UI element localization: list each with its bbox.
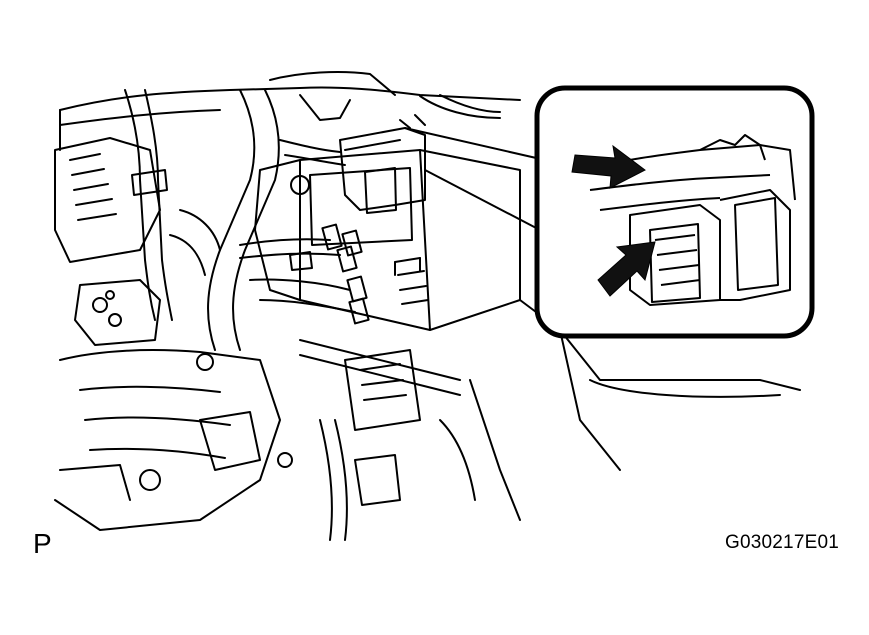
hose-left [124,89,156,321]
brake-line-2 [239,252,341,259]
actuator-bracket [254,159,301,301]
main-hose [207,89,256,351]
detail-inset [534,85,815,339]
view-label: P [33,528,52,559]
lower-cable [319,419,333,541]
brake-line-3 [249,278,351,291]
bracket-left [74,279,161,346]
air-cleaner-box [54,137,161,263]
engine-block-lower [54,349,281,531]
wire-harness [279,139,341,153]
relay-box [344,349,421,431]
brake-line-4 [259,299,356,313]
brake-line-1 [239,238,331,246]
cowl-outline [59,86,521,111]
push-arrow-icon [571,144,646,189]
leader-line-bottom [424,169,541,231]
figure-id: G030217E01 [725,532,839,553]
leader-line-top [404,127,546,161]
push-arrow-icon [597,241,656,297]
